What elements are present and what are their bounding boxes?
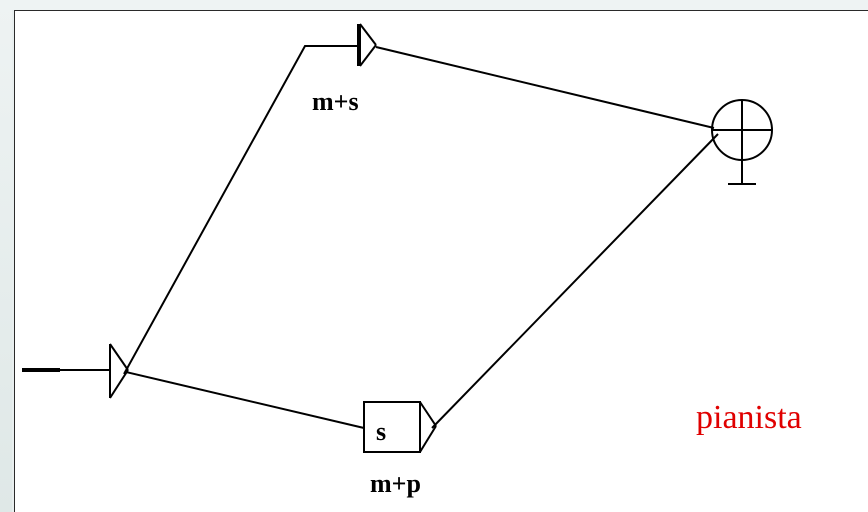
top-node-label: m+s [312, 87, 359, 116]
bottom-box [363, 401, 421, 453]
upper-branch-wire [123, 45, 360, 375]
bottom-to-sum-wire [431, 133, 719, 429]
top-to-sum-wire [375, 46, 715, 129]
bottom-node [419, 401, 437, 453]
diagram-frame [14, 10, 868, 512]
top-node [357, 23, 377, 67]
bottom-node-label: m+p [370, 469, 421, 498]
sum-node [711, 99, 773, 185]
diagram-caption: pianista [696, 399, 802, 436]
split-node-left [109, 343, 129, 399]
bottom-box-text: s [376, 417, 386, 446]
lower-branch-wire [125, 371, 365, 429]
